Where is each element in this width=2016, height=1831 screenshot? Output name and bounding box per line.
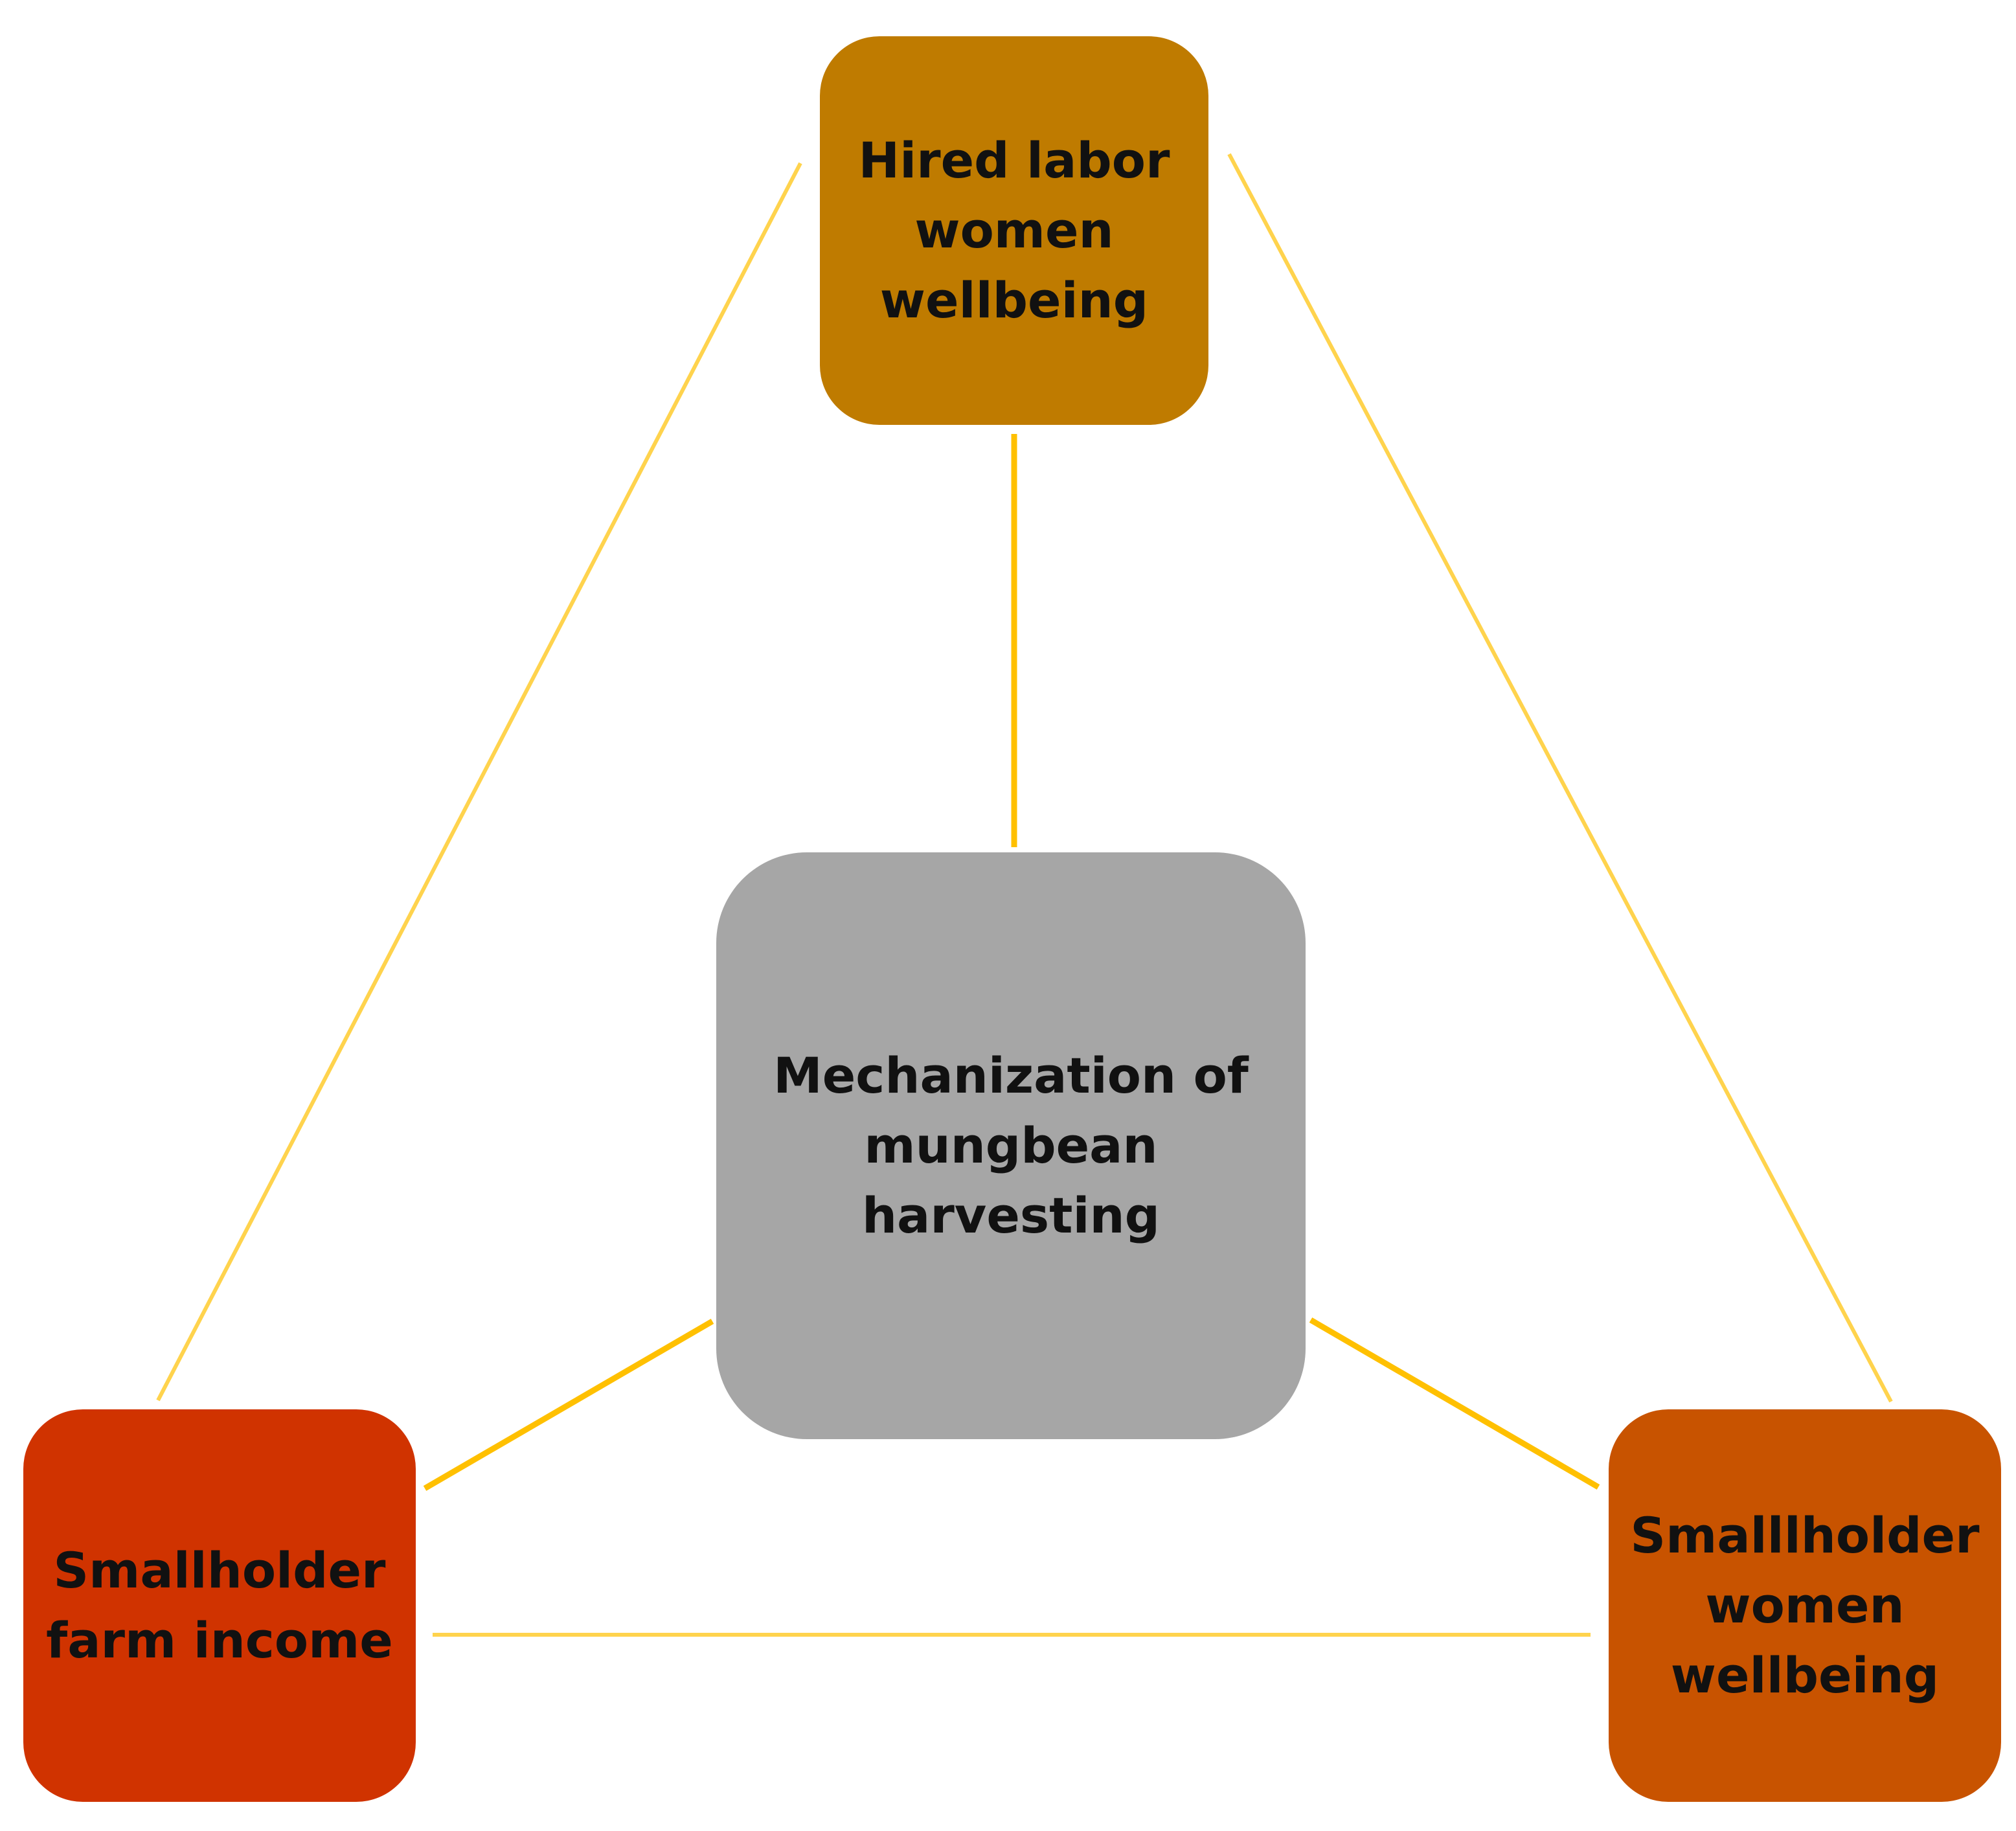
connector-center-to-right bbox=[1309, 1317, 1600, 1490]
node-smallholder-farm-income: Smallholder farm income bbox=[23, 1409, 416, 1802]
node-hired-labor-women-wellbeing: Hired labor women wellbeing bbox=[820, 36, 1208, 425]
connector-top-to-right bbox=[1227, 153, 1893, 1403]
node-smallholder-women-wellbeing: Smalllholder women wellbeing bbox=[1609, 1409, 2001, 1802]
connector-center-to-left bbox=[423, 1319, 714, 1491]
node-mechanization-of-mungbean-harvesting: Mechanization of mungbean harvesting bbox=[716, 852, 1306, 1439]
connector-top-to-left bbox=[156, 162, 802, 1402]
